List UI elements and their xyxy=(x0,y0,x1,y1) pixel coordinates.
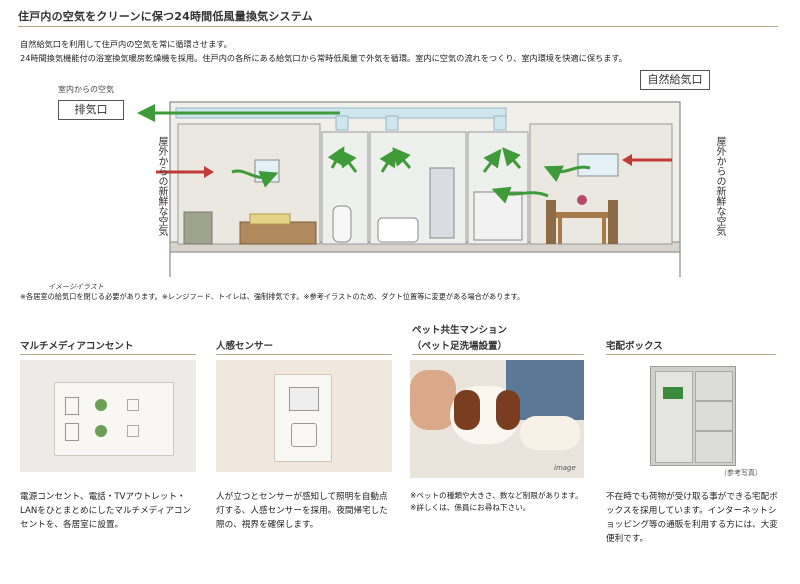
multimedia-outlet-heading: マルチメディアコンセント xyxy=(20,341,134,352)
image-illustration-caption: イメージイラスト xyxy=(48,283,104,291)
pet-heading-line2: （ペット足洗場設置） xyxy=(412,341,508,352)
exhaust-label: 排気口 xyxy=(58,100,124,120)
delivery-photo-tag: （参考写真） xyxy=(720,469,762,477)
delivery-box-description: 不在時でも荷物が受け取る事ができる宅配ボックスを採用しています。インターネットシ… xyxy=(606,492,778,544)
motion-sensor-heading: 人感センサー xyxy=(216,341,274,352)
pet-photo-tag: image xyxy=(554,464,576,472)
multimedia-outlet-description: 電源コンセント、電話・TVアウトレット・LANをひとまとめにしたマルチメディアコ… xyxy=(20,492,192,530)
pet-photo: image xyxy=(410,360,584,478)
multimedia-outlet-photo xyxy=(20,360,196,472)
delivery-box-rule xyxy=(606,354,776,355)
pet-description: ※ペットの種類や大きさ、数など制限があります。※詳しくは、係員にお尋ね下さい。 xyxy=(410,491,583,512)
delivery-box-photo: （参考写真） xyxy=(606,360,776,478)
diagram-note: ※各居室の給気口を閉じる必要があります。※レンジフード、トイレは、強制排気です。… xyxy=(20,292,525,301)
natural-inlet-label: 自然給気口 xyxy=(640,70,710,90)
multimedia-outlet-rule xyxy=(20,354,196,355)
intro-line-1: 自然給気口を利用して住戸内の空気を常に循環させます。 xyxy=(20,39,232,49)
fresh-air-left-label: 屋外からの新鮮な空気 xyxy=(156,136,167,236)
pet-rule xyxy=(412,354,584,355)
fresh-air-right-label: 屋外からの新鮮な空気 xyxy=(714,136,725,236)
title-divider xyxy=(18,26,778,27)
pet-heading-line1: ペット共生マンション xyxy=(412,325,508,336)
intro-line-2: 24時間換気機能付の浴室換気暖房乾燥機を採用。住戸内の各所にある給気口から常時低… xyxy=(20,53,627,63)
motion-sensor-description: 人が立つとセンサーが感知して照明を自動点灯する、人感センサーを採用。夜間帰宅した… xyxy=(216,492,388,530)
sensor-plate xyxy=(274,374,332,462)
motion-sensor-photo xyxy=(216,360,392,472)
page-title: 住戸内の空気をクリーンに保つ24時間低風量換気システム xyxy=(18,10,313,23)
locker-unit xyxy=(650,366,736,466)
outlet-plate xyxy=(54,382,174,456)
delivery-box-heading: 宅配ボックス xyxy=(606,341,663,352)
indoor-air-caption: 室内からの空気 xyxy=(58,85,114,94)
motion-sensor-rule xyxy=(216,354,392,355)
ventilation-diagram xyxy=(137,101,681,277)
